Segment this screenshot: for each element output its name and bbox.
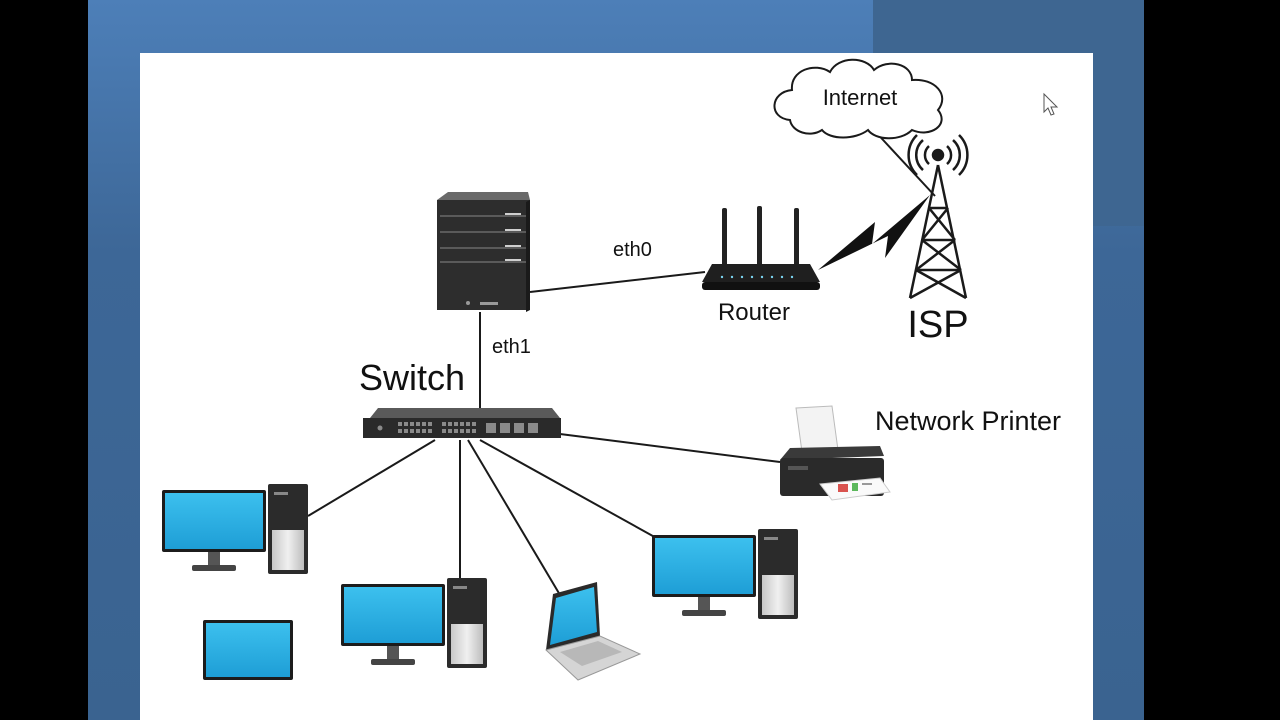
desktop-computer-3: [652, 529, 798, 619]
switch-icon: [363, 408, 561, 438]
cable-switch-pc3: [479, 439, 661, 541]
network-printer: Network Printer: [780, 405, 1061, 501]
network-switch: Switch: [359, 357, 561, 438]
cable-internet-isp: [871, 127, 936, 197]
cloud-icon: [773, 58, 944, 140]
mouse-cursor-icon: [1043, 92, 1059, 116]
network-printer-label: Network Printer: [875, 406, 1061, 436]
isp-tower: ISP: [907, 134, 969, 346]
cables: [307, 127, 936, 601]
monitor: [203, 620, 293, 680]
desktop-computer-icon: [162, 484, 308, 574]
diagram-panel: [140, 53, 1093, 720]
desktop-computer-1: [162, 484, 308, 574]
cable-switch-laptop: [467, 439, 564, 601]
radio-tower-icon: [907, 134, 969, 300]
monitor-icon: [203, 620, 293, 680]
internet-cloud: Internet: [773, 58, 944, 140]
server: [437, 192, 530, 312]
router-icon: [702, 206, 820, 290]
cable-switch-pc1: [307, 439, 436, 517]
laptop: [544, 582, 642, 681]
cable-switch-printer: [559, 433, 781, 463]
eth1-label: eth1: [492, 336, 531, 358]
server-icon: [437, 192, 530, 312]
internet-label: Internet: [823, 85, 898, 110]
switch-label: Switch: [359, 357, 465, 398]
cable-server-router: [529, 271, 706, 293]
desktop-computer-icon: [652, 529, 798, 619]
isp-label: ISP: [907, 304, 968, 346]
router-label: Router: [718, 299, 790, 326]
laptop-icon: [544, 582, 642, 681]
desktop-computer-icon: [341, 578, 487, 668]
router: Router: [702, 206, 820, 326]
desktop-computer-2: [341, 578, 487, 668]
eth0-label: eth0: [613, 239, 652, 261]
lightning-icon: [818, 195, 930, 270]
printer-icon: [780, 405, 891, 501]
